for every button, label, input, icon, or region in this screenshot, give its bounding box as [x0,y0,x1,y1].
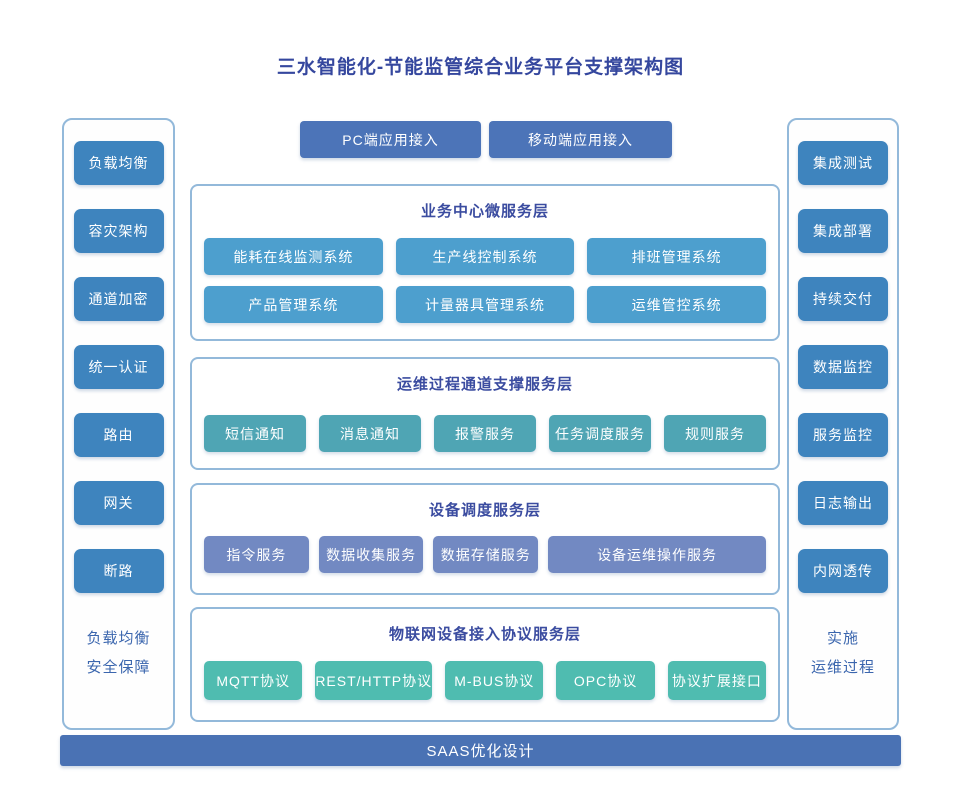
service-box: 规则服务 [664,415,766,452]
protocol-box: 协议扩展接口 [667,661,767,700]
access-entry-box: 移动端应用接入 [489,121,672,158]
service-box: 指令服务 [204,536,309,573]
left-panel-box: 容灾架构 [73,209,164,253]
layer-iot-protocol-access: 物联网设备接入协议服务层 MQTT协议 REST/HTTP协议 M-BUS协议 OPC… [190,607,780,722]
left-panel-footer-line1: 负载均衡 [86,630,151,647]
service-box: 消息通知 [319,415,421,452]
layer-title: 设备调度服务层 [428,502,541,519]
service-box: 产品管理系统 [204,286,383,323]
left-panel-box: 通道加密 [73,277,164,321]
application-access-row: PC端应用接入移动端应用接入 [300,121,672,158]
access-entry-box: PC端应用接入 [300,121,481,158]
service-box: 计量器具管理系统 [395,286,575,323]
service-box: 数据存储服务 [433,536,539,573]
left-panel-footer: 负载均衡 安全保障 [86,625,150,682]
protocol-box: MQTT协议 [204,661,303,700]
service-box: 运维管控系统 [587,286,767,323]
right-panel-footer-line2: 运维过程 [810,658,875,676]
left-panel-box: 负载均衡 [73,141,164,185]
layer-business-microservices: 业务中心微服务层 能耗在线监测系统生产线控制系统排班管理系统 产品管理系统计量器… [190,184,780,341]
layer-ops-channel-support: 运维过程通道支撑服务层 短信通知消息通知报警服务任务调度服务规则服务 [190,357,780,470]
right-panel-ops-process: 集成测试集成部署持续交付数据监控服务监控日志输出内网透传 实施 运维过程 [787,118,899,730]
service-box: 能耗在线监测系统 [204,238,383,275]
left-panel-box: 断路 [73,549,164,593]
protocol-box: M-BUS协议 [445,661,544,700]
right-panel-footer-line1: 实施 [826,630,859,647]
left-panel-box: 路由 [73,413,164,457]
left-panel-load-balancing: 负载均衡容灾架构通道加密统一认证路由网关断路 负载均衡 安全保障 [62,118,175,730]
page-title: 三水智能化-节能监管综合业务平台支撑架构图 [276,57,685,78]
layer-title: 运维过程通道支撑服务层 [396,376,573,393]
service-box: 报警服务 [434,415,536,452]
right-panel-box: 日志输出 [798,481,888,525]
right-panel-box: 集成测试 [798,141,888,185]
saas-optimization-bar: SAAS优化设计 [60,735,901,766]
protocol-box: REST/HTTP协议 [315,661,433,700]
layer-title: 物联网设备接入协议服务层 [388,626,581,643]
right-panel-box: 数据监控 [798,345,888,389]
service-box: 生产线控制系统 [395,238,575,275]
service-box: 短信通知 [204,415,306,452]
service-box: 任务调度服务 [549,415,651,452]
layer-box-row: 产品管理系统计量器具管理系统运维管控系统 [204,286,767,323]
right-panel-box: 集成部署 [798,209,888,253]
layer-box-row: MQTT协议 REST/HTTP协议 M-BUS协议 OPC协议协议扩展接口 [204,661,767,700]
service-box: 排班管理系统 [587,238,767,275]
layer-box-row: 能耗在线监测系统生产线控制系统排班管理系统 [204,238,767,275]
right-panel-footer: 实施 运维过程 [811,625,875,682]
layer-box-row: 指令服务数据收集服务数据存储服务设备运维操作服务 [204,536,766,573]
left-panel-box: 统一认证 [73,345,164,389]
right-panel-box: 服务监控 [798,413,888,457]
right-panel-box: 持续交付 [798,277,888,321]
layer-box-row: 短信通知消息通知报警服务任务调度服务规则服务 [204,415,766,452]
left-panel-box: 网关 [73,481,164,525]
service-box: 设备运维操作服务 [548,536,766,573]
right-panel-box: 内网透传 [798,549,888,593]
service-box: 数据收集服务 [318,536,424,573]
left-panel-footer-line2: 安全保障 [86,658,151,676]
layer-title: 业务中心微服务层 [420,203,549,220]
layer-device-scheduling: 设备调度服务层 指令服务数据收集服务数据存储服务设备运维操作服务 [190,483,780,595]
protocol-box: OPC协议 [556,661,655,700]
